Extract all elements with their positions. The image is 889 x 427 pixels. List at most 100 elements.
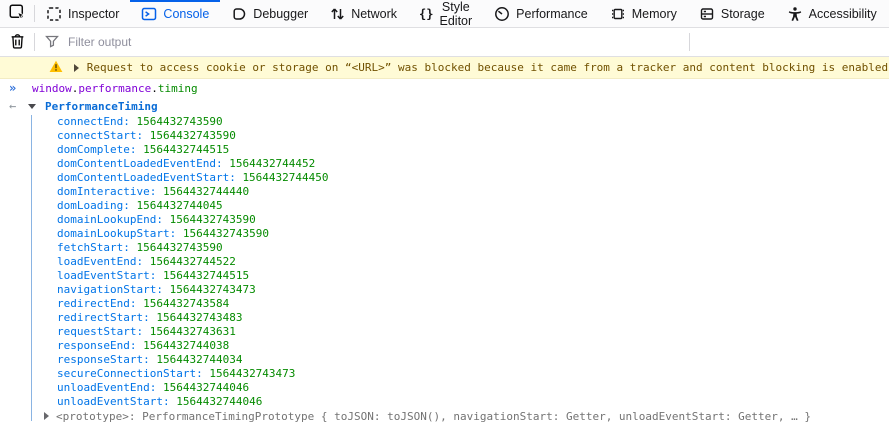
property-value: 1564432743590 xyxy=(136,241,223,254)
warning-icon xyxy=(9,47,63,89)
property-name: connectEnd xyxy=(57,115,124,128)
evaluation-result-row[interactable]: ← PerformanceTiming xyxy=(0,97,889,115)
property-colon: : xyxy=(136,129,150,142)
property-value: 1564432743590 xyxy=(169,213,256,226)
object-property-row: domInteractive: 1564432744440 xyxy=(0,185,889,199)
tabbar-tabs: Inspector Console Debugger Network {} Style E… xyxy=(35,0,888,28)
toolbar-right-spacer xyxy=(690,28,889,56)
trash-icon xyxy=(10,33,25,52)
accessibility-icon xyxy=(787,6,803,22)
property-name: connectStart xyxy=(57,129,137,142)
property-name: fetchStart xyxy=(57,241,124,254)
tab-network[interactable]: Network xyxy=(319,0,408,27)
property-value: 1564432743590 xyxy=(149,129,236,142)
prototype-name: <prototype> xyxy=(56,409,129,423)
property-colon: : xyxy=(143,311,157,324)
inspector-icon xyxy=(46,6,62,22)
tab-label: Network xyxy=(351,6,398,21)
clear-console-button[interactable] xyxy=(0,28,34,56)
object-class-name[interactable]: PerformanceTiming xyxy=(45,99,158,113)
style-editor-icon: {} xyxy=(419,6,434,21)
property-name: domInteractive xyxy=(57,185,150,198)
property-colon: : xyxy=(123,241,137,254)
expand-twisty-icon[interactable] xyxy=(73,63,79,72)
command-token: . xyxy=(71,81,79,95)
collapse-twisty-icon[interactable] xyxy=(28,103,36,109)
command-token: timing xyxy=(157,81,198,95)
tab-inspector[interactable]: Inspector xyxy=(35,0,130,27)
property-name: domComplete xyxy=(57,143,130,156)
property-colon: : xyxy=(162,395,177,408)
property-colon: : xyxy=(169,227,183,240)
tab-memory[interactable]: Memory xyxy=(599,0,688,27)
object-property-row: navigationStart: 1564432743473 xyxy=(0,283,889,297)
filter-output-input[interactable] xyxy=(66,34,689,50)
property-colon: : xyxy=(156,213,170,226)
object-property-row: connectEnd: 1564432743590 xyxy=(0,115,889,129)
property-value: 1564432743473 xyxy=(169,283,256,296)
property-colon: : xyxy=(149,269,163,282)
property-name: secureConnectionStart xyxy=(57,367,197,380)
object-property-row: unloadEventStart: 1564432744046 xyxy=(0,395,889,409)
tab-debugger[interactable]: Debugger xyxy=(220,0,319,27)
tabbar-separator xyxy=(34,5,35,22)
property-colon: : xyxy=(129,297,144,310)
object-property-row: domainLookupStart: 1564432743590 xyxy=(0,227,889,241)
network-icon xyxy=(330,6,345,22)
devtools-tabbar: Inspector Console Debugger Network {} Style E… xyxy=(0,0,889,28)
property-colon: : xyxy=(156,283,170,296)
command-token: window xyxy=(32,81,72,95)
property-colon: : xyxy=(123,199,137,212)
object-inspector-tree: connectEnd: 1564432743590 connectStart: … xyxy=(0,115,889,423)
property-value: 1564432744045 xyxy=(136,199,223,212)
object-property-row: unloadEventEnd: 1564432744046 xyxy=(0,381,889,395)
property-name: navigationStart xyxy=(57,283,157,296)
toolbar-separator-right xyxy=(689,33,690,51)
tab-label: Console xyxy=(163,6,210,21)
property-value: 1564432744515 xyxy=(162,269,250,282)
input-prompt-icon: » xyxy=(9,81,16,95)
object-property-row: loadEventStart: 1564432744515 xyxy=(0,269,889,283)
property-name: domainLookupEnd xyxy=(57,213,157,226)
object-property-row: domContentLoadedEventEnd: 1564432744452 xyxy=(0,157,889,171)
tab-label: Inspector xyxy=(68,6,120,21)
object-property-row: fetchStart: 1564432743590 xyxy=(0,241,889,255)
console-toolbar xyxy=(0,28,889,57)
tab-console[interactable]: Console xyxy=(130,0,221,27)
console-output: Request to access cookie or storage on “… xyxy=(0,57,889,423)
tab-accessibility[interactable]: Accessibility xyxy=(776,0,888,27)
property-colon: : xyxy=(129,339,144,352)
tab-label: Accessibility xyxy=(808,6,877,21)
property-name: unloadEventEnd xyxy=(57,381,150,394)
tab-style-editor[interactable]: {} Style Editor xyxy=(408,0,483,28)
tab-storage[interactable]: Storage xyxy=(688,0,776,27)
pick-element-button[interactable] xyxy=(0,0,34,27)
command-token: performance xyxy=(78,81,152,95)
property-value: 1564432744515 xyxy=(143,143,230,156)
property-name: loadEventEnd xyxy=(57,255,137,268)
tab-performance[interactable]: Performance xyxy=(483,0,599,27)
prototype-value: PerformanceTimingPrototype { toJSON: toJ… xyxy=(142,409,811,423)
property-value: 1564432743631 xyxy=(149,325,236,338)
tab-label: Storage xyxy=(720,6,765,21)
command-text: window.performance.timing xyxy=(32,82,198,95)
prototype-row[interactable]: <prototype>: PerformanceTimingPrototype … xyxy=(0,409,889,423)
property-value: 1564432743473 xyxy=(209,367,296,380)
tab-label: Memory xyxy=(631,6,677,21)
object-property-row: domainLookupEnd: 1564432743590 xyxy=(0,213,889,227)
object-property-row: domLoading: 1564432744045 xyxy=(0,199,889,213)
property-value: 1564432743590 xyxy=(136,115,223,128)
property-colon: : xyxy=(149,185,163,198)
property-name: responseStart xyxy=(57,353,144,366)
property-name: domContentLoadedEventStart xyxy=(57,171,230,184)
property-colon: : xyxy=(196,367,210,380)
tab-label: Performance xyxy=(516,6,588,21)
warning-message[interactable]: Request to access cookie or storage on “… xyxy=(0,57,889,79)
command-echo-row: » window.performance.timing xyxy=(0,79,889,97)
tab-label: Style Editor xyxy=(439,0,473,28)
object-property-row: redirectEnd: 1564432743584 xyxy=(0,297,889,311)
expand-twisty-icon[interactable] xyxy=(44,412,49,420)
property-name: domContentLoadedEventEnd xyxy=(57,157,216,170)
object-property-row: requestStart: 1564432743631 xyxy=(0,325,889,339)
memory-icon xyxy=(610,6,626,22)
